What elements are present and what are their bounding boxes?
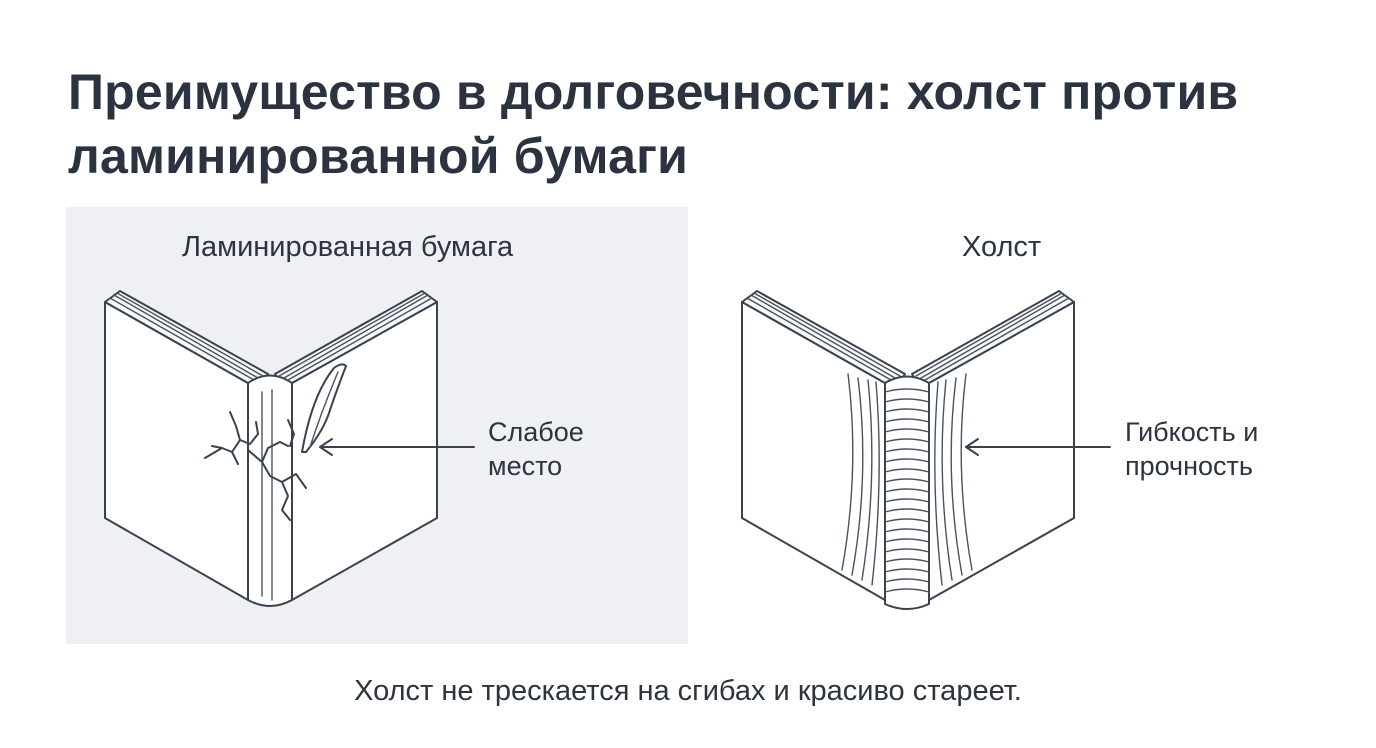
weak-spot-line-2: место xyxy=(488,451,563,481)
crack-right-edge xyxy=(287,419,295,447)
canvas-heading: Холст xyxy=(962,231,1042,263)
strength-arrowhead xyxy=(965,438,979,456)
canvas-spine xyxy=(884,375,930,610)
canvas-spine-ribs xyxy=(884,388,930,593)
title-line-1: Преимущество в долговечности: холст прот… xyxy=(68,64,1239,120)
weak-spot-callout: Слабое место xyxy=(488,415,584,483)
crack-left-cover xyxy=(204,411,259,465)
laminated-heading: Ламинированная бумага xyxy=(182,231,514,263)
title-line-2: ламинированной бумаги xyxy=(68,128,689,184)
flex-lines-left xyxy=(841,373,880,586)
strength-callout: Гибкость и прочность xyxy=(1125,415,1258,483)
slide-title: Преимущество в долговечности: холст прот… xyxy=(68,60,1328,188)
summary-caption: Холст не трескается на сгибах и красиво … xyxy=(354,675,1022,707)
crack-spine xyxy=(247,441,307,521)
canvas-left-cover xyxy=(741,301,886,601)
strength-line-2: прочность xyxy=(1125,451,1253,481)
canvas-book-illustration xyxy=(741,290,1111,610)
laminated-right-cover xyxy=(291,301,438,601)
strength-line-1: Гибкость и xyxy=(1125,417,1259,447)
laminated-left-cover xyxy=(104,301,249,601)
weak-spot-arrowhead xyxy=(319,438,333,456)
laminated-spine xyxy=(247,374,293,607)
weak-spot-line-1: Слабое xyxy=(488,417,584,447)
flex-lines-right xyxy=(934,373,973,586)
laminated-book-illustration xyxy=(104,290,475,607)
